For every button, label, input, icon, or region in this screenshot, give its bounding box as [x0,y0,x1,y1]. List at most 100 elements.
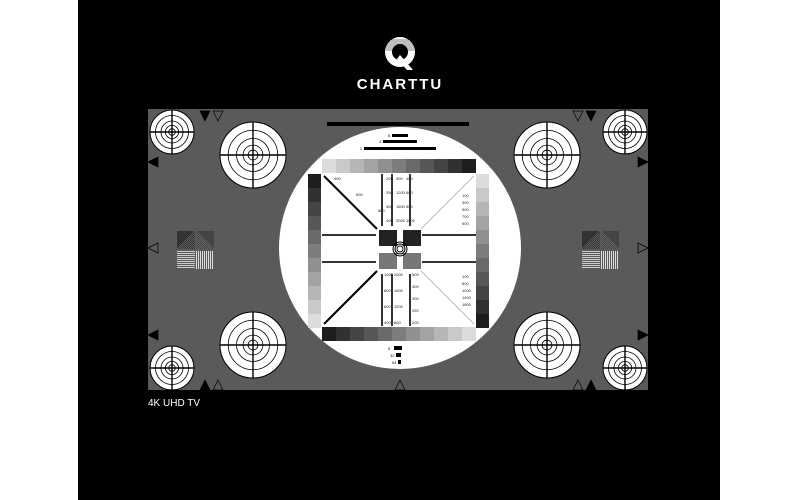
bar-label: 8 [388,133,391,138]
triangle-marker-icon [199,110,211,122]
diagonal-wedge [323,175,378,230]
patch-line [195,230,215,250]
wedge-label: 200 [386,176,393,181]
wedge-label: 250 [412,308,419,313]
wedge-label: 600 [406,190,413,195]
patch-line [210,251,211,269]
center-target [396,245,404,253]
wedge-label: 100 [462,193,469,198]
grayscale-step [392,327,406,341]
triangle-marker-icon [637,242,649,254]
grayscale-step [476,300,489,314]
patch-line [585,234,601,250]
grayscale-step [308,300,321,314]
grayscale-step [448,159,462,173]
patch-line [184,238,196,250]
wedge-label: 250 [386,190,393,195]
patch-line [177,263,195,264]
patch-line [177,261,195,262]
patch-line [582,265,600,266]
patch-line [600,246,604,250]
patch-line [611,251,612,269]
grayscale-step [308,314,321,328]
bar-label: 4 [379,139,382,144]
grayscale-step [462,159,476,173]
patch-line [600,230,620,250]
focus-circle [219,121,287,189]
patch-line [180,234,196,250]
patch-line [582,261,600,262]
center-block [403,230,421,246]
patch-line [589,238,601,250]
wedge-label: 1000 [462,288,472,293]
grayscale-step [308,216,321,230]
logo-text: CHARTTU [356,76,444,93]
bar-label: 32 [390,353,395,358]
grayscale-step [448,327,462,341]
focus-circle [513,121,581,189]
grayscale-step [308,258,321,272]
focus-circle [149,109,195,155]
grayscale-step [476,314,489,328]
grayscale-step [308,230,321,244]
triangle-marker-icon [637,156,649,168]
wedge-label: 800 [384,288,391,293]
center-target [394,243,406,255]
patch-line [591,240,601,250]
grayscale-step [336,327,350,341]
diagonal-line [420,270,475,325]
triangle-marker-icon [199,379,211,391]
resolution-bar [383,140,417,143]
patch-line [190,244,196,250]
grayscale-step [392,159,406,173]
patch-line [615,251,616,269]
patch-line [196,251,197,269]
wedge-label: 400 [334,176,341,181]
patch-line [609,251,610,269]
patch-line [206,251,207,269]
grayscale-step [406,159,420,173]
patch-line [600,244,606,250]
wedge-label: 400 [384,320,391,325]
resolution-bar [364,147,436,150]
patch-line [177,251,195,252]
patch-line [177,259,195,260]
patch-line [176,230,196,250]
grayscale-step [420,159,434,173]
patch-line [195,232,213,250]
grayscale-step [476,202,489,216]
diagonal-line [420,175,475,230]
wedge-label: 300 [386,204,393,209]
patch-line [198,251,199,269]
patch-line [607,251,608,269]
wedge-label: 1600 [394,288,404,293]
wedge-label: 500 [412,272,419,277]
patch-line [195,246,199,250]
grayscale-step [476,188,489,202]
wedge-label: 1800 [462,302,472,307]
triangle-marker-icon [394,379,406,391]
center-target [392,241,408,257]
triangle-marker-icon [585,379,597,391]
grayscale-step [322,159,336,173]
wedge-label: 800 [406,204,413,209]
grayscale-step [476,272,489,286]
wedge-label: 1000 [384,272,394,277]
focus-circle [602,109,648,155]
triangle-marker-icon [572,379,584,391]
wedge-label: 300 [462,200,469,205]
patch-line [200,251,201,269]
grayscale-step [476,244,489,258]
wedge-label: 800 [394,320,401,325]
wedge-label: 1200 [396,190,406,195]
patch-line [195,244,201,250]
model-label: 4K UHD TV [148,398,201,409]
patch-line [582,255,600,256]
patch-line [587,236,601,250]
patch-line [177,253,195,254]
grayscale-step [434,327,448,341]
wedge-label: 1200 [394,304,404,309]
patch-line [600,234,616,250]
patch-line [582,257,600,258]
